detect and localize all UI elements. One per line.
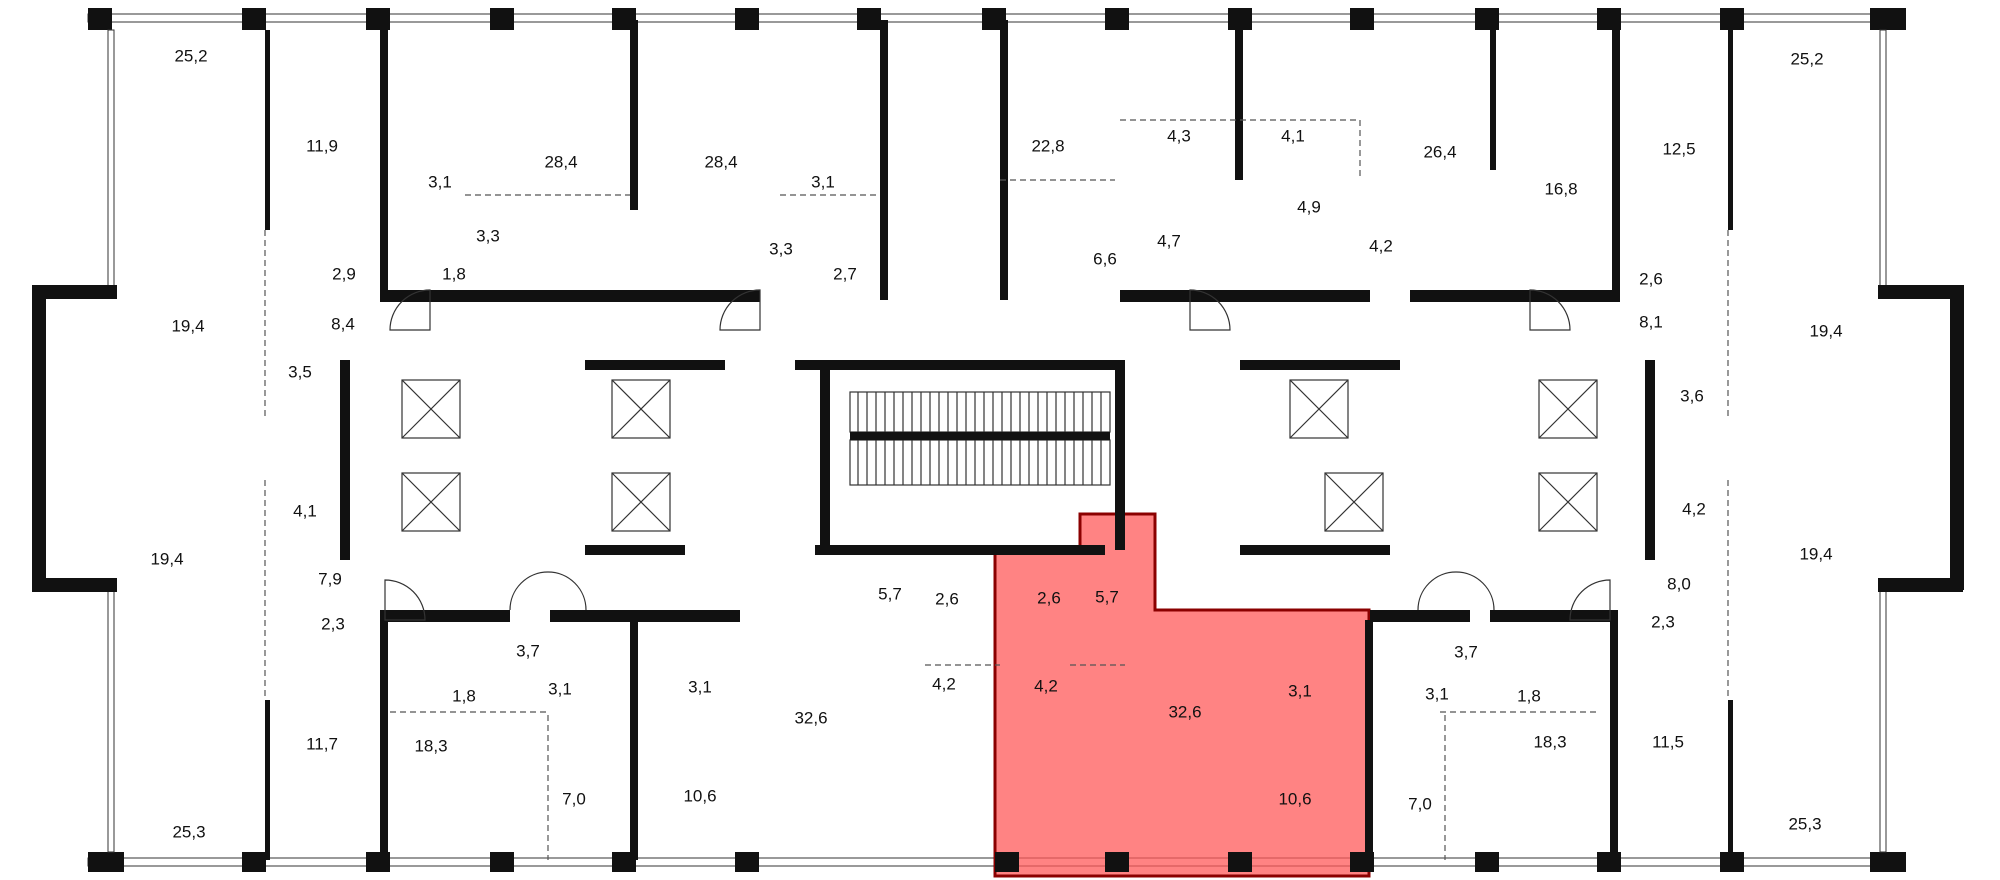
- elevator-shaft-icon: [611, 379, 671, 439]
- room-area-label: 2,9: [332, 264, 356, 283]
- room-area-label: 19,4: [150, 549, 183, 568]
- room-area-label: 4,3: [1167, 126, 1191, 145]
- room-area-label: 3,3: [476, 226, 500, 245]
- room-area-label: 1,8: [452, 686, 476, 705]
- room-area-label: 4,9: [1297, 197, 1321, 216]
- room-area-label: 3,1: [688, 677, 712, 696]
- room-area-label: 4,7: [1157, 231, 1181, 250]
- room-area-label: 8,0: [1667, 574, 1691, 593]
- room-area-label: 4,1: [293, 501, 317, 520]
- room-area-label: 25,2: [174, 46, 207, 65]
- walls: [32, 8, 1964, 872]
- room-area-label: 18,3: [1533, 732, 1566, 751]
- room-area-label: 8,4: [331, 314, 355, 333]
- room-area-label: 2,6: [1037, 588, 1061, 607]
- room-area-label: 7,0: [562, 789, 586, 808]
- room-area-label: 19,4: [1799, 544, 1832, 563]
- room-area-label: 6,6: [1093, 249, 1117, 268]
- room-area-label: 18,3: [414, 736, 447, 755]
- room-area-label: 3,1: [428, 172, 452, 191]
- room-area-label: 3,3: [769, 239, 793, 258]
- room-area-labels: 25,2 11,9 28,4 28,4 3,1 3,1 3,3 3,3 2,9 1,8 2,7 19,…: [150, 46, 1842, 841]
- room-area-label: 2,7: [833, 264, 857, 283]
- room-area-label: 26,4: [1423, 142, 1456, 161]
- elevator-shaft-icon: [1289, 379, 1349, 439]
- selected-apartment-highlight[interactable]: [993, 512, 1371, 878]
- room-area-label: 5,7: [1095, 587, 1119, 606]
- elevator-shaft-icon: [1538, 472, 1598, 532]
- elevators: [401, 379, 1598, 532]
- room-dividers: [264, 119, 1729, 860]
- doors: [384, 289, 1611, 621]
- room-area-label: 28,4: [544, 152, 577, 171]
- room-area-label: 16,8: [1544, 179, 1577, 198]
- room-area-label: 32,6: [794, 708, 827, 727]
- elevator-shaft-icon: [1538, 379, 1598, 439]
- room-area-label: 3,1: [1288, 681, 1312, 700]
- room-area-label: 32,6: [1168, 702, 1201, 721]
- room-area-label: 2,6: [1639, 269, 1663, 288]
- room-area-label: 2,3: [1651, 612, 1675, 631]
- room-area-label: 3,5: [288, 362, 312, 381]
- room-area-label: 3,1: [548, 679, 572, 698]
- room-area-label: 12,5: [1662, 139, 1695, 158]
- room-area-label: 11,5: [1652, 732, 1684, 751]
- room-area-label: 25,3: [1788, 814, 1821, 833]
- room-area-label: 7,9: [318, 569, 342, 588]
- room-area-label: 3,1: [1425, 684, 1449, 703]
- room-area-label: 25,3: [172, 822, 205, 841]
- room-area-label: 1,8: [442, 264, 466, 283]
- room-area-label: 2,6: [935, 589, 959, 608]
- room-area-label: 3,1: [811, 172, 835, 191]
- room-area-label: 3,6: [1680, 386, 1704, 405]
- room-area-label: 2,3: [321, 614, 345, 633]
- room-area-label: 3,7: [516, 641, 540, 660]
- room-area-label: 8,1: [1639, 312, 1663, 331]
- room-area-label: 7,0: [1408, 794, 1432, 813]
- room-area-label: 22,8: [1031, 136, 1064, 155]
- central-stairs: [849, 391, 1111, 486]
- room-area-label: 19,4: [1809, 321, 1842, 340]
- room-area-label: 4,2: [1682, 499, 1706, 518]
- room-area-label: 10,6: [683, 786, 716, 805]
- room-area-label: 4,2: [932, 674, 956, 693]
- room-area-label: 5,7: [878, 584, 902, 603]
- room-area-label: 11,7: [306, 734, 338, 753]
- elevator-shaft-icon: [401, 379, 461, 439]
- elevator-shaft-icon: [611, 472, 671, 532]
- room-area-label: 4,1: [1281, 126, 1305, 145]
- elevator-shaft-icon: [1324, 472, 1384, 532]
- room-area-label: 3,7: [1454, 642, 1478, 661]
- room-area-label: 4,2: [1369, 236, 1393, 255]
- room-area-label: 4,2: [1034, 676, 1058, 695]
- room-area-label: 1,8: [1517, 686, 1541, 705]
- room-area-label: 25,2: [1790, 49, 1823, 68]
- room-area-label: 11,9: [306, 136, 338, 155]
- room-area-label: 19,4: [171, 316, 204, 335]
- elevator-shaft-icon: [401, 472, 461, 532]
- room-area-label: 28,4: [704, 152, 737, 171]
- room-area-label: 10,6: [1278, 789, 1311, 808]
